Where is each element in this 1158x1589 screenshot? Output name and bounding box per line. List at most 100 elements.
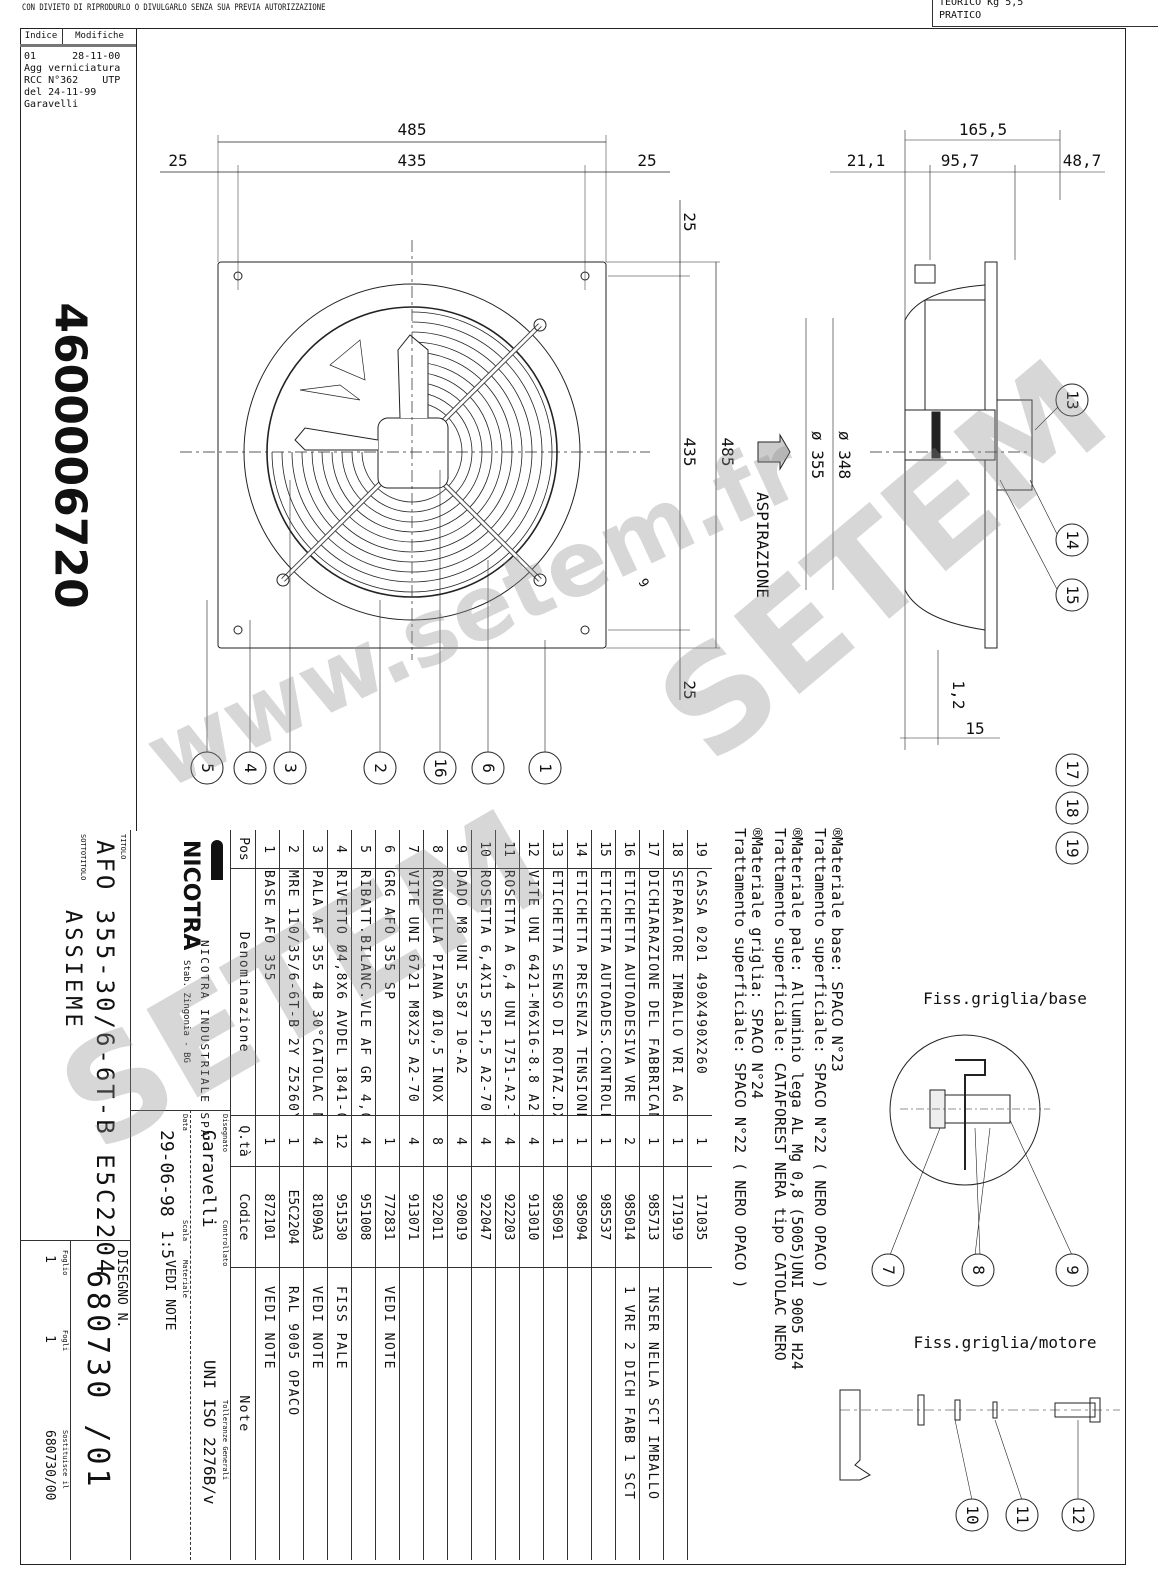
terminal-box: [996, 399, 1033, 491]
dim-hole: 9: [635, 576, 652, 590]
company-plant: Stab. Zingonia - BG: [181, 960, 191, 1063]
dim-margin-top: 25: [680, 212, 699, 231]
bom-code: 922203: [501, 1193, 516, 1241]
drawing-number-label: DISEGNO N.: [114, 1250, 129, 1329]
bom-name: RONDELLA PIANA Ø10,5 INOX: [429, 870, 444, 1104]
side-balloons: [1055, 383, 1089, 865]
mount-hole: [580, 625, 590, 635]
bom-pos: 7: [400, 830, 424, 869]
dim-overall-height: 485: [718, 438, 737, 467]
revision-entry: 01 28-11-00 Agg verniciatura RCC N°362 U…: [24, 51, 121, 110]
scale-label: Scala: [181, 1220, 189, 1242]
bom-qty: 8: [424, 1115, 448, 1167]
bom-pos: 17: [640, 830, 664, 869]
bom-qty: 4: [472, 1115, 496, 1167]
bom-qty: 4: [352, 1115, 376, 1167]
bom-pos: 4: [328, 830, 352, 869]
title-block: NICOTRA NICOTRA INDUSTRIALE SPA Stab. Zi…: [20, 830, 231, 1560]
bom-code: 951008: [357, 1193, 372, 1241]
balloon-13: 13: [1063, 390, 1082, 409]
dim-dia-outer: ø 355: [808, 431, 827, 479]
weight-practical: PRATICO: [939, 10, 982, 21]
balloon-18: 18: [1063, 798, 1082, 817]
sheets-label: Fogli: [61, 1330, 69, 1352]
bom-note: VEDI NOTE: [256, 1267, 280, 1560]
bom-pos: 6: [376, 830, 400, 869]
bom-qty: 1: [376, 1115, 400, 1167]
detail-base-title: Fiss.griglia/base: [923, 989, 1087, 1008]
bom-pos: 14: [568, 830, 592, 869]
front-balloons: [190, 751, 562, 785]
bom-code: 985713: [645, 1193, 660, 1241]
bom-name: DICHIARAZIONE DEL FABBRICANTE: [645, 870, 660, 1115]
bom-qty: 1: [664, 1115, 688, 1167]
material-notes: ®Materiale base: SPACO N°23 Trattamento …: [731, 828, 846, 1370]
scale: 1:5: [158, 1230, 177, 1259]
airflow-arrow-icon: [757, 433, 791, 471]
bom-qty: 1: [592, 1115, 616, 1167]
airflow-label: ASPIRAZIONE: [753, 492, 772, 598]
bom-pos: 1: [256, 830, 280, 869]
date-label: Data: [181, 1114, 189, 1131]
bom-note: [568, 1267, 592, 1560]
bom-name: ROSETTA 6,4X15 SP1,5 A2-70: [477, 870, 492, 1113]
detail-motor-title: Fiss.griglia/motore: [913, 1333, 1096, 1352]
balloon-16: 16: [431, 758, 450, 777]
balloon-15: 15: [1063, 585, 1082, 604]
dim-d3: 48,7: [1063, 151, 1102, 170]
bom-name: SEPARATORE IMBALLO VRI AG: [669, 870, 684, 1104]
bom-pos: 9: [448, 830, 472, 869]
replaces: 680730/00: [42, 1430, 57, 1501]
drawing-frame: [20, 28, 1126, 1565]
confidentiality-notice: CON DIVIETO DI RIPRODURLO O DIVULGARLO S…: [22, 3, 326, 13]
bom-code: 922047: [477, 1193, 492, 1241]
mount-hole: [233, 625, 243, 635]
bom-code: 985014: [621, 1193, 636, 1241]
bom-note: RAL 9005 OPACO: [280, 1267, 304, 1560]
bom-name: DADO M8 UNI 5587 10-A2: [453, 870, 468, 1076]
bom-code: 985091: [549, 1193, 564, 1241]
bom-name: ETICHETTA AUTOADES.CONTROLLO: [597, 870, 612, 1115]
balloon-19: 19: [1063, 838, 1082, 857]
bom-pos: 11: [496, 830, 520, 869]
balloon-12: 12: [1069, 1505, 1088, 1524]
bom-pos: 19: [688, 830, 712, 869]
company-block: NICOTRA NICOTRA INDUSTRIALE SPA Stab. Zi…: [131, 830, 231, 1138]
bom-name: MRE 110/35/6-6T-B 2Y Z5260Y: [285, 870, 300, 1115]
drawing-number: 680730 /01: [80, 1270, 115, 1491]
bom-code: 913010: [525, 1193, 540, 1241]
bom-qty: 1: [280, 1115, 304, 1167]
balloon-4: 4: [241, 763, 260, 773]
sheet: 1: [42, 1255, 57, 1263]
balloon-6: 6: [479, 763, 498, 773]
revision-index-header: Indice: [20, 28, 63, 44]
bom-qty: 4: [496, 1115, 520, 1167]
bom-note: [544, 1267, 568, 1560]
dim-margin-bottom: 25: [680, 680, 699, 699]
balloon-7: 7: [879, 1265, 898, 1275]
balloon-5: 5: [198, 763, 217, 773]
date: 29-06-98: [156, 1130, 177, 1217]
dim-d2: 95,7: [941, 151, 980, 170]
note-5: ®Materiale griglia: SPACO N°24: [748, 828, 766, 1099]
header-note: Note: [231, 1267, 255, 1560]
title-label: TITOLO: [119, 834, 127, 860]
bom-qty: 4: [304, 1115, 328, 1167]
balloon-10: 10: [963, 1505, 982, 1524]
bom-pos: 8: [424, 830, 448, 869]
dim-hole-spacing-h: 435: [398, 151, 427, 170]
bom-name: GRG AFO 355 SP: [381, 870, 396, 1001]
logo-text: NICOTRA: [178, 840, 203, 951]
note-4: Trattamento superficiale: CATAFOREST NER…: [771, 828, 789, 1361]
bom-note: INSER NELLA SCT IMBALLO: [640, 1267, 664, 1560]
bom-code: 951530: [333, 1193, 348, 1241]
bom-qty: 4: [400, 1115, 424, 1167]
bom-qty: 2: [616, 1115, 640, 1167]
bom-qty: 1: [544, 1115, 568, 1167]
